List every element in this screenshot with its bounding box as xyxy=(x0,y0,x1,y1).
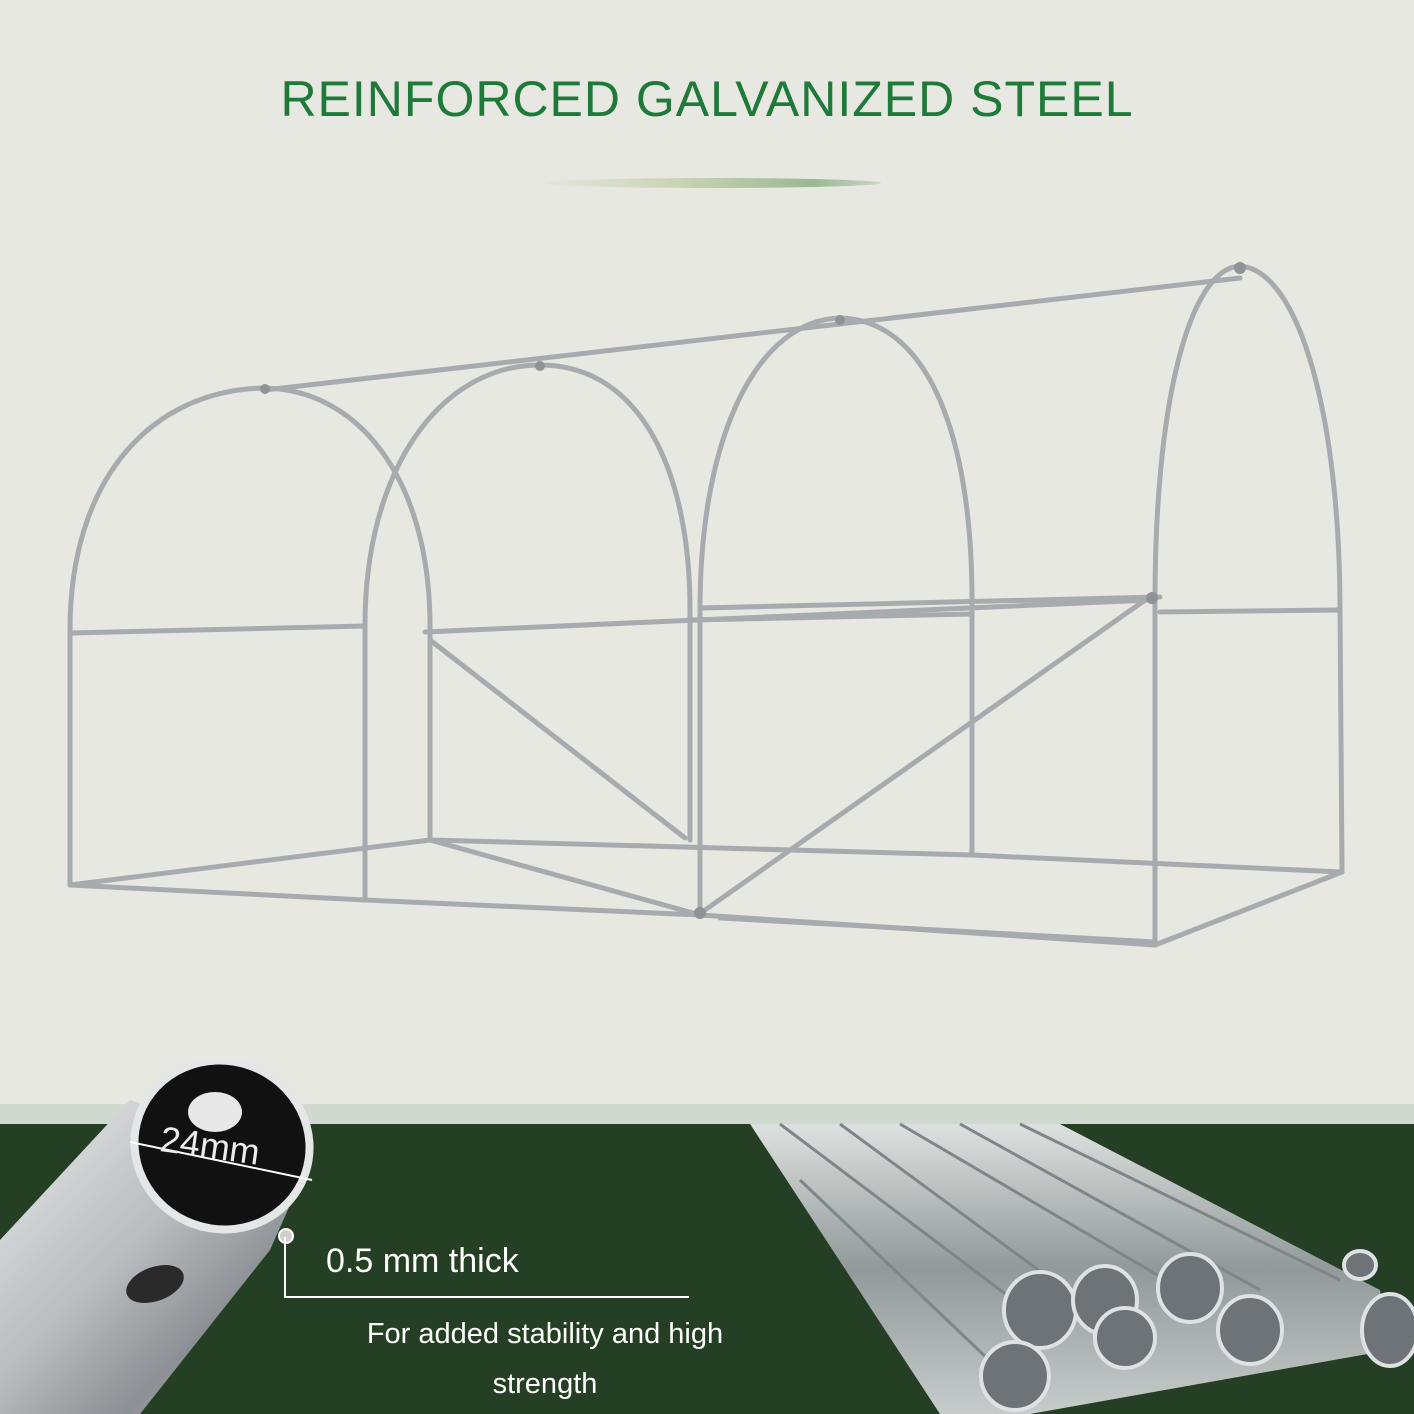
callout-dot-icon xyxy=(278,1228,294,1244)
description-line-2: strength xyxy=(492,1368,598,1400)
divider-strip xyxy=(0,1104,1414,1126)
callout-line-vertical xyxy=(284,1237,286,1297)
greenhouse-frame-image xyxy=(67,262,1345,948)
title-underline xyxy=(545,178,881,188)
pipe-cross-section-image xyxy=(0,1060,1414,1414)
callout-line-horizontal xyxy=(284,1296,689,1298)
description-line-1: For added stability and high xyxy=(366,1318,724,1350)
page-title: REINFORCED GALVANIZED STEEL xyxy=(280,71,1134,127)
steel-tubes-image xyxy=(750,1122,1414,1414)
thickness-label: 0.5 mm thick xyxy=(326,1242,519,1280)
